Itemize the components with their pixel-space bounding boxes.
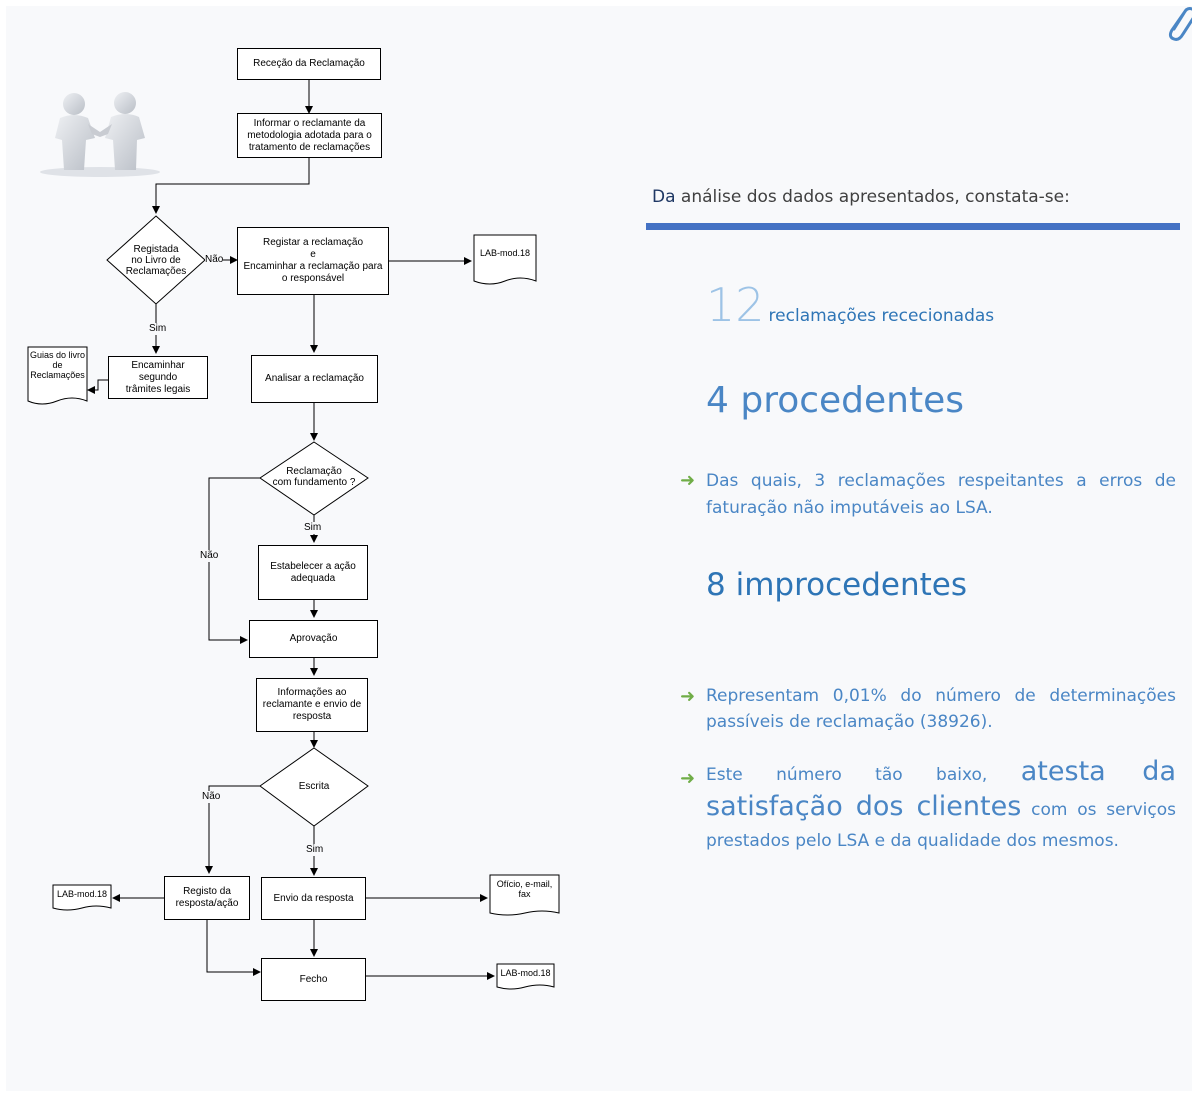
bullet-satisfacao: Este número tão baixo, atesta da satisfa… bbox=[706, 756, 1176, 857]
bullet-representam: Representam 0,01% do número de determina… bbox=[706, 686, 1176, 732]
stat-improcedentes: 8 improcedentes bbox=[706, 567, 967, 603]
doc-lab3: LAB-mod.18 bbox=[500, 968, 551, 978]
arrow-right-icon: ➜ bbox=[680, 686, 696, 707]
node-analisar: Analisar a reclamação bbox=[251, 355, 378, 403]
stat-received-number: 12 bbox=[706, 278, 765, 332]
decision-registada bbox=[106, 215, 206, 305]
doc-shape-lab2 bbox=[52, 884, 112, 911]
node-registar: Registar a reclamação e Encaminhar a rec… bbox=[237, 227, 389, 295]
paperclip-icon bbox=[1168, 7, 1192, 41]
decision-escrita bbox=[259, 747, 369, 827]
node-informacoes: Informações ao reclamante e envio de res… bbox=[256, 678, 368, 732]
node-fecho: Fecho bbox=[261, 958, 366, 1001]
node-encaminhar: Encaminhar segundo trâmites legais bbox=[108, 356, 208, 399]
doc-shape-guias bbox=[27, 346, 88, 405]
handshake-figures-icon bbox=[40, 92, 160, 177]
bullet-procedentes: Das quais, 3 reclamações respeitantes a … bbox=[706, 471, 1176, 518]
node-rececao: Receção da Reclamação bbox=[237, 48, 381, 80]
summary-intro-rest: análise dos dados apresentados, constata… bbox=[675, 187, 1070, 207]
summary-intro: Da análise dos dados apresentados, const… bbox=[652, 187, 1070, 207]
stat-procedentes: 4 procedentes bbox=[706, 380, 965, 421]
decision-fundamento-text: Reclamação com fundamento ? bbox=[272, 466, 356, 488]
doc-shape-lab3 bbox=[496, 963, 555, 990]
node-informar: Informar o reclamante da metodologia ado… bbox=[237, 113, 382, 158]
doc-guias: Guias do livro de Reclamações bbox=[29, 350, 86, 380]
bullet3-part-c: com os serviços prestados pelo LSA e da … bbox=[706, 800, 1176, 851]
node-aprovacao: Aprovação bbox=[249, 620, 378, 658]
arrow-right-icon: ➜ bbox=[680, 470, 696, 491]
doc-lab2: LAB-mod.18 bbox=[56, 889, 108, 899]
bullet3-part-a: Este número tão baixo, bbox=[706, 765, 1021, 785]
doc-lab1: LAB-mod.18 bbox=[479, 248, 531, 258]
decision-escrita-text: Escrita bbox=[298, 780, 330, 792]
arrow-right-icon: ➜ bbox=[680, 768, 696, 789]
accent-rule bbox=[646, 223, 1180, 230]
summary-intro-prefix: Da bbox=[652, 187, 676, 207]
label-sim-fundamento: Sim bbox=[304, 522, 322, 534]
doc-oficio: Ofício, e-mail, fax bbox=[496, 879, 553, 899]
node-estabelecer: Estabelecer a ação adequada bbox=[258, 545, 368, 600]
decision-registada-text: Registada no Livro de Reclamações bbox=[125, 243, 187, 277]
stat-received-label: reclamações rececionadas bbox=[768, 306, 995, 326]
node-registo: Registo da resposta/ação bbox=[164, 876, 250, 920]
bullet3-emphasis: atesta da satisfação dos clientes bbox=[706, 756, 1176, 822]
label-nao-registada: Não bbox=[205, 254, 224, 266]
label-nao-escrita: Não bbox=[202, 791, 221, 803]
doc-shape-lab1 bbox=[473, 234, 537, 285]
label-sim-registada: Sim bbox=[149, 323, 167, 335]
label-sim-escrita: Sim bbox=[306, 844, 324, 856]
label-nao-fundamento: Não bbox=[200, 550, 219, 562]
decision-fundamento bbox=[259, 441, 369, 516]
doc-shape-oficio bbox=[489, 874, 560, 916]
node-envio: Envio da resposta bbox=[261, 877, 366, 920]
